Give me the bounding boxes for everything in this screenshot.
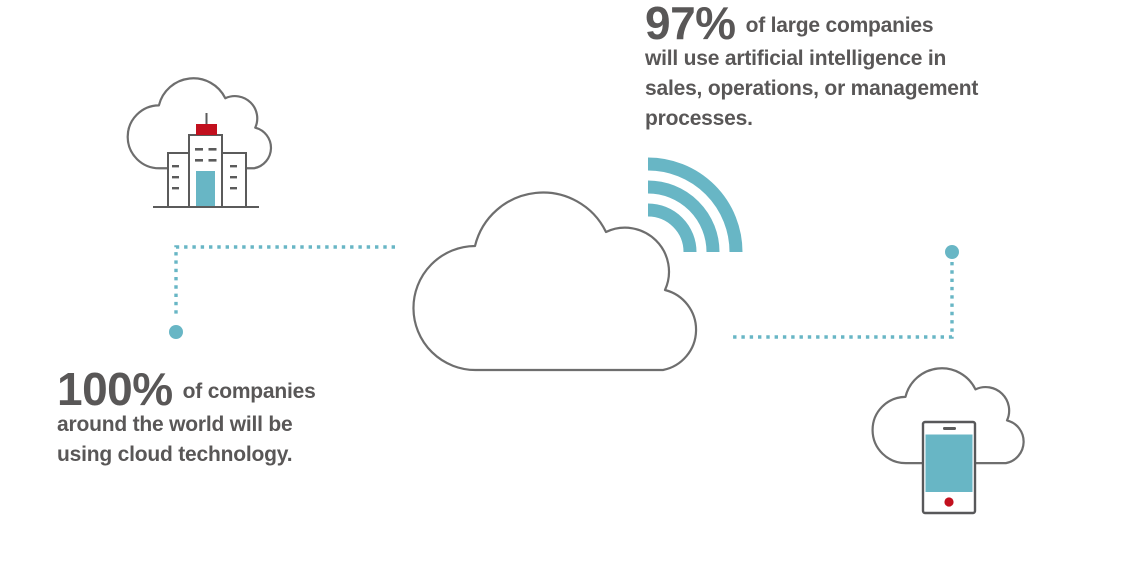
building-windows xyxy=(172,148,237,190)
stat-ai-value: 97% xyxy=(645,0,736,49)
connector-left-line xyxy=(174,245,395,318)
stat-cloud: 100% of companies around the world will b… xyxy=(57,366,387,470)
building-roof-block xyxy=(196,124,217,135)
dotted-connector-right xyxy=(733,245,959,339)
phone-home-button xyxy=(944,497,954,507)
stat-ai-line-0: of large companies xyxy=(745,14,934,37)
building-right-wing xyxy=(221,152,247,208)
connector-right-line xyxy=(733,262,954,339)
stat-ai: 97% of large companies will use artificia… xyxy=(645,0,1085,134)
cloud-outline-icon xyxy=(412,191,698,372)
stat-cloud-line-0: of companies xyxy=(182,380,316,403)
stat-ai-line-3: processes. xyxy=(645,107,753,130)
stat-cloud-line-2: using cloud technology. xyxy=(57,443,293,466)
stat-cloud-value: 100% xyxy=(57,363,173,415)
stat-ai-headline: 97% of large companies xyxy=(645,0,1085,46)
stat-ai-line-1: will use artificial intelligence in xyxy=(645,47,947,70)
phone-screen xyxy=(925,434,973,492)
connector-left-dot xyxy=(169,325,183,339)
dotted-connector-left xyxy=(169,245,395,339)
smartphone-in-cloud-icon xyxy=(871,367,1025,515)
building-door xyxy=(196,171,215,207)
phone-speaker xyxy=(943,427,956,430)
stat-cloud-line-1: around the world will be xyxy=(57,413,293,436)
building-left-wing xyxy=(167,152,190,208)
stat-cloud-headline: 100% of companies xyxy=(57,366,387,412)
wifi-signal-icon xyxy=(647,157,743,253)
stat-ai-line-2: sales, operations, or management xyxy=(645,77,979,100)
building-in-cloud-icon xyxy=(127,77,272,208)
connector-right-dot xyxy=(945,245,959,259)
